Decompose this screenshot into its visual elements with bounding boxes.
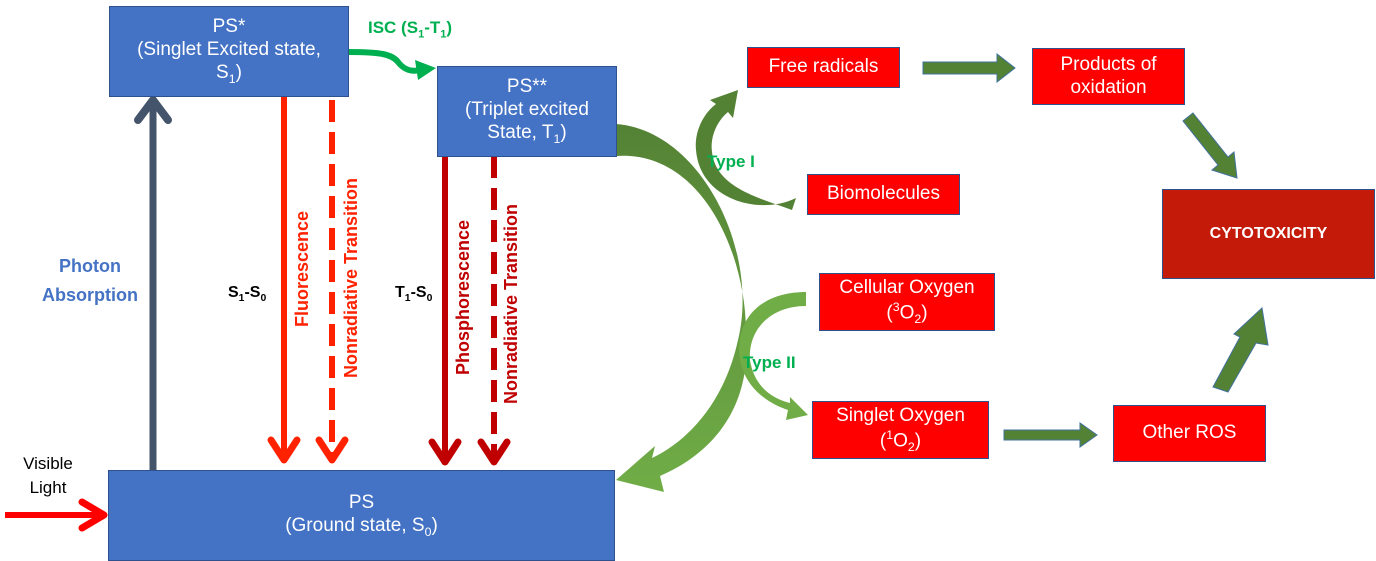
nonradiative-t1-arrow	[477, 156, 511, 466]
visible-light-label: Visible Light	[23, 454, 73, 497]
cellular-oxygen-box: Cellular Oxygen (3O2)	[819, 273, 995, 331]
ground-name: PS	[348, 491, 375, 513]
ground-desc: (Ground state, S0)	[285, 514, 438, 539]
products-of-oxidation-box: Products of oxidation	[1032, 48, 1185, 105]
singlet-desc: (Singlet Excited state,	[137, 39, 321, 61]
other-ros-box: Other ROS	[1113, 405, 1266, 462]
photon-absorption-label: Photon Absorption	[42, 256, 138, 305]
type2-arrow	[739, 292, 808, 420]
photon-absorption-arrow	[134, 96, 172, 470]
cytotoxicity-box: CYTOTOXICITY	[1162, 189, 1375, 279]
biomolecules-box: Biomolecules	[807, 174, 960, 215]
t1-s0-label: T1-S0	[395, 284, 433, 305]
free-radicals-to-products-arrow	[922, 52, 1016, 84]
singlet-name: PS*	[212, 16, 246, 38]
isc-label: ISC (S1-T1)	[368, 18, 453, 41]
phosphorescence-arrow	[428, 156, 462, 466]
phosphorescence-label: Phosphorescence	[453, 219, 473, 375]
type1-label: Type I	[707, 152, 755, 171]
return-arc-arrow	[616, 124, 747, 492]
triplet-excited-state-box: PS** (Triplet excited State, T1)	[437, 66, 617, 157]
singlet-oxygen-to-other-ros-arrow	[1003, 422, 1098, 448]
singlet-excited-state-box: PS* (Singlet Excited state, S1)	[109, 6, 349, 97]
triplet-symbol: State, T1)	[487, 121, 567, 146]
isc-arrow	[347, 49, 436, 80]
singlet-oxygen-box: Singlet Oxygen (1O2)	[812, 401, 989, 459]
singlet-symbol: S1)	[216, 61, 242, 86]
free-radicals-box: Free radicals	[747, 47, 900, 88]
fluorescence-label: Fluorescence	[292, 210, 312, 327]
other-ros-to-cytotoxicity-arrow	[1212, 306, 1269, 393]
s1-s0-label: S1-S0	[228, 284, 267, 305]
nonradiative-transition-label-2: Nonradiative Transition	[501, 203, 521, 404]
type2-label: Type II	[743, 353, 796, 372]
triplet-name: PS**	[506, 76, 548, 98]
fluorescence-arrow	[267, 96, 301, 464]
nonradiative-transition-label-1: Nonradiative Transition	[341, 177, 361, 378]
visible-light-arrow	[5, 498, 108, 532]
triplet-desc: (Triplet excited	[465, 99, 589, 121]
products-to-cytotoxicity-arrow	[1182, 112, 1238, 179]
ground-state-box: PS (Ground state, S0)	[108, 470, 615, 561]
nonradiative-s1-arrow	[315, 100, 349, 464]
type1-arrow	[695, 90, 796, 210]
